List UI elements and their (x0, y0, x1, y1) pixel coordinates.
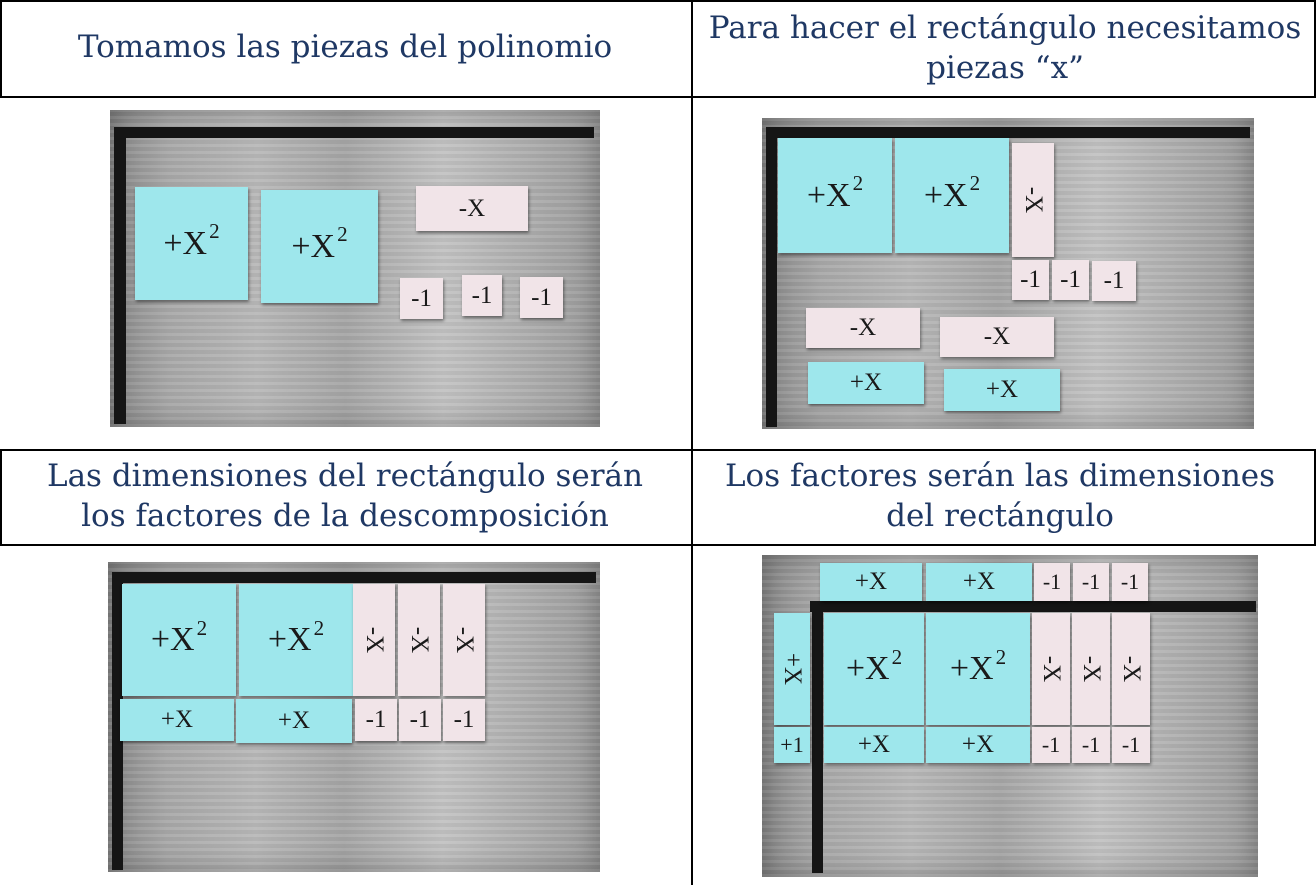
table-border-middle (691, 0, 693, 885)
tile-negative-x-vertical: -X (398, 584, 440, 696)
table-border-row3 (0, 544, 1316, 546)
tile-negative-x: -X (940, 317, 1054, 357)
table-border-row2 (0, 449, 1316, 451)
tile-negative-one: -1 (1073, 563, 1109, 601)
tile-positive-x: +X (808, 362, 924, 404)
tile-positive-x: +X (944, 369, 1060, 411)
board-top-bar (112, 572, 596, 583)
tile-negative-x-vertical: -X (353, 584, 395, 696)
table-border-top (0, 0, 1316, 2)
tile-negative-one: -1 (399, 699, 441, 741)
exponent: 2 (337, 222, 348, 247)
tile-negative-x: -X (416, 186, 528, 231)
tile-negative-x-vertical: -X (1012, 143, 1054, 257)
tile-negative-x: -X (806, 308, 920, 348)
table-border-row1 (0, 96, 1316, 98)
tile-negative-one: -1 (1034, 563, 1070, 601)
board-left-bar (112, 572, 123, 870)
tile-label: +X (291, 227, 336, 265)
tile-negative-one: -1 (1112, 727, 1150, 763)
tile-positive-x: +X (236, 699, 352, 743)
tile-negative-one: -1 (1012, 260, 1049, 300)
caption-step-2: Para hacer el rectángulo necesitamos pie… (708, 10, 1302, 86)
tile-negative-one: -1 (1032, 727, 1070, 763)
tile-positive-x: +X (824, 727, 924, 763)
tile-negative-one: -1 (520, 277, 563, 318)
tile-negative-x-vertical: -X (443, 584, 485, 696)
tile-negative-one: -1 (1052, 260, 1089, 300)
tile-label: +X (163, 224, 208, 262)
board-left-bar (114, 127, 126, 424)
tile-negative-one: -1 (462, 275, 502, 316)
table-border-right-2 (1314, 449, 1316, 545)
tile-negative-x-vertical: -X (1032, 613, 1070, 725)
tile-positive-x: +X (120, 699, 234, 741)
tile-negative-x-vertical: -X (1072, 613, 1110, 725)
tile-positive-one: +1 (774, 727, 810, 763)
caption-step-1: Tomamos las piezas del polinomio (77, 29, 613, 65)
board-top-bar (114, 127, 594, 138)
tile-positive-x-vertical: +X (774, 613, 810, 725)
tile-positive-x: +X (820, 563, 922, 601)
tile-negative-one: -1 (1112, 563, 1148, 601)
tile-negative-one: -1 (1092, 261, 1136, 301)
table-border-left-2 (0, 449, 2, 545)
table-border-left (0, 0, 2, 97)
caption-step-3: Las dimensiones del rectángulo serán los… (46, 458, 643, 534)
tile-negative-one: -1 (443, 699, 485, 741)
tile-negative-one: -1 (355, 699, 397, 741)
table-border-right (1314, 0, 1316, 97)
exponent: 2 (209, 219, 220, 244)
tile-positive-x: +X (926, 563, 1032, 601)
board-top-bar (766, 127, 1250, 138)
board-top-bar (810, 601, 1256, 612)
board-left-bar (812, 601, 823, 873)
tile-negative-one: -1 (1072, 727, 1110, 763)
tile-negative-one: -1 (400, 278, 443, 319)
tile-negative-x-vertical: -X (1112, 613, 1150, 725)
board-left-bar (766, 127, 777, 427)
tile-positive-x: +X (926, 727, 1030, 763)
caption-step-4: Los factores serán las dimensiones del r… (724, 458, 1276, 534)
